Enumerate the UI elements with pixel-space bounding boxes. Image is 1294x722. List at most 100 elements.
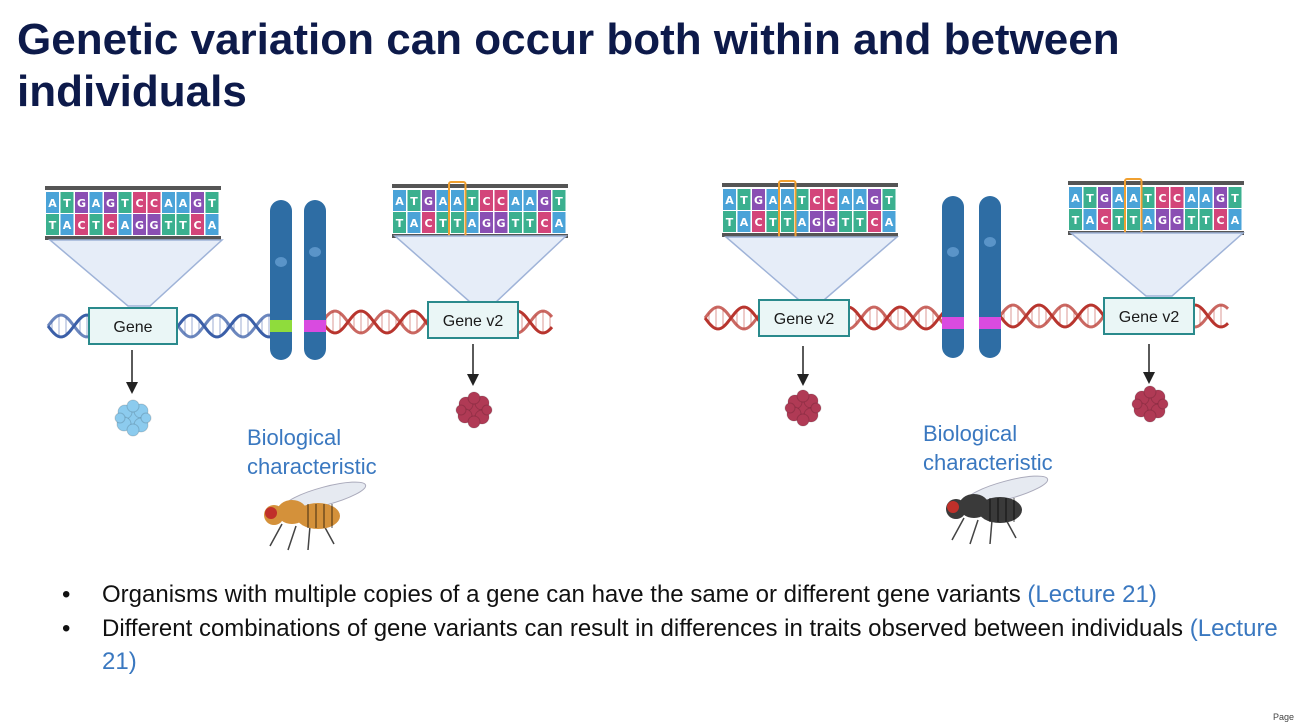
- dna-base: [723, 189, 736, 210]
- dna-base: [147, 214, 161, 235]
- dna-base: [162, 192, 175, 213]
- dna-base-letter: T: [396, 217, 404, 230]
- dna-base-letter: T: [165, 219, 173, 232]
- dna-base: [538, 190, 551, 211]
- dna-base-letter: A: [841, 194, 850, 207]
- dna-base-letter: T: [1202, 214, 1210, 227]
- dna-base: [509, 212, 522, 233]
- lecture-reference-link[interactable]: (Lecture 21): [1027, 581, 1157, 608]
- dna-base: [839, 189, 852, 210]
- protein-red-icon: [784, 389, 822, 427]
- dna-base-letter: G: [193, 197, 202, 210]
- dna-base-letter: G: [812, 216, 821, 229]
- zoom-cone: [393, 235, 568, 303]
- dna-base: [552, 190, 566, 211]
- dna-base: [737, 211, 751, 232]
- dna-base-letter: G: [826, 216, 835, 229]
- dna-base-letter: C: [827, 194, 835, 207]
- dna-base: [882, 211, 896, 232]
- dna-base: [191, 214, 204, 235]
- bullet-list: Organisms with multiple copies of a gene…: [62, 578, 1282, 679]
- dna-base-letter: A: [410, 217, 419, 230]
- dna-base-letter: A: [179, 197, 188, 210]
- dna-base-letter: A: [92, 197, 101, 210]
- dna-base: [104, 192, 117, 213]
- dna-base: [1141, 187, 1155, 208]
- dna-base: [191, 192, 204, 213]
- dna-base-letter: T: [63, 197, 71, 210]
- dna-base-letter: G: [106, 197, 115, 210]
- dna-base-letter: G: [540, 195, 549, 208]
- gene-box: Gene: [88, 307, 178, 345]
- dna-base-letter: G: [424, 195, 433, 208]
- dna-base-letter: T: [454, 217, 462, 230]
- dna-base: [853, 211, 867, 232]
- dna-base: [523, 190, 537, 211]
- dna-base: [133, 214, 146, 235]
- dna-base: [480, 212, 493, 233]
- bullet-item: Organisms with multiple copies of a gene…: [62, 578, 1282, 611]
- dna-base: [853, 189, 867, 210]
- dna-base-letter: G: [1158, 214, 1167, 227]
- dna-base: [147, 192, 161, 213]
- dna-base: [824, 211, 838, 232]
- dna-base-letter: A: [121, 219, 130, 232]
- dna-base-letter: T: [208, 197, 216, 210]
- dna-base: [422, 212, 435, 233]
- dna-base: [1127, 187, 1140, 208]
- dna-base: [205, 192, 219, 213]
- dna-base-letter: G: [1216, 192, 1225, 205]
- dna-base-letter: C: [106, 219, 114, 232]
- dna-base: [810, 189, 823, 210]
- dna-base-letter: G: [135, 219, 144, 232]
- dna-base-letter: A: [1231, 214, 1240, 227]
- dna-base: [737, 189, 751, 210]
- dna-base: [46, 192, 59, 213]
- dna-base-letter: A: [769, 194, 778, 207]
- gene-box: Gene v2: [1103, 297, 1195, 335]
- dna-base: [494, 190, 508, 211]
- dna-base-letter: A: [1202, 192, 1211, 205]
- dna-base-letter: C: [193, 219, 201, 232]
- dna-base-letter: C: [497, 195, 505, 208]
- dna-base: [176, 192, 190, 213]
- dna-base: [89, 192, 103, 213]
- dna-base-letter: T: [49, 219, 57, 232]
- dna-base: [75, 214, 88, 235]
- dna-base-letter: A: [63, 219, 72, 232]
- zoom-cone: [1068, 232, 1245, 297]
- dna-base-letter: A: [725, 194, 734, 207]
- dna-base: [795, 211, 809, 232]
- dna-base-letter: T: [885, 194, 893, 207]
- page-tag: Page: [1272, 712, 1294, 722]
- gene-label: Gene v2: [774, 311, 835, 328]
- dna-base-letter: A: [395, 195, 404, 208]
- dna-base: [1185, 187, 1198, 208]
- dna-base-letter: C: [540, 217, 548, 230]
- dna-base: [795, 189, 809, 210]
- dna-base-letter: T: [740, 194, 748, 207]
- dna-base-letter: C: [812, 194, 820, 207]
- dna-base: [781, 189, 794, 210]
- protein-blue-icon: [114, 399, 152, 437]
- dna-base-letter: T: [512, 217, 520, 230]
- dna-base-letter: T: [410, 195, 418, 208]
- dna-base-letter: G: [870, 194, 879, 207]
- dna-base-letter: A: [511, 195, 520, 208]
- dna-base: [436, 190, 450, 211]
- dna-base: [205, 214, 219, 235]
- dna-base: [436, 212, 450, 233]
- dna-base-letter: T: [1188, 214, 1196, 227]
- dna-base-letter: T: [1130, 214, 1138, 227]
- dna-base: [1199, 187, 1213, 208]
- fruit-fly-dark-icon: [946, 475, 1049, 545]
- lecture-reference-link[interactable]: (Lecture 21): [102, 615, 1278, 675]
- dna-base-letter: C: [1173, 192, 1181, 205]
- dna-base: [1228, 187, 1242, 208]
- gene-label: Gene: [113, 319, 152, 336]
